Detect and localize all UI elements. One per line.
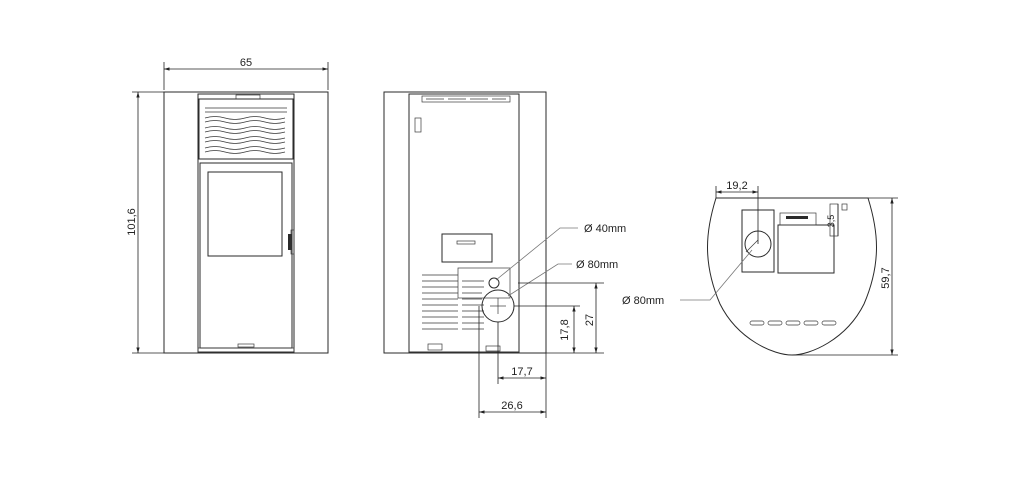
top-depth-label: 59,7	[880, 267, 892, 288]
rear-pipe-40	[488, 277, 500, 289]
rear-inner-panel	[408, 93, 520, 353]
rear-intake-plate	[441, 233, 493, 263]
top-view: 19,2 3,5 59,7 Ø 80mm	[622, 180, 898, 356]
top-pipe-80-label: Ø 80mm	[622, 295, 664, 307]
front-view: 65 101,6	[126, 57, 329, 354]
rear-offset-small-label: 17,7	[511, 366, 532, 378]
rear-connector-plate	[457, 267, 511, 299]
front-inner-panel	[197, 93, 295, 353]
front-body-outline	[163, 91, 329, 354]
front-grille-frame	[198, 98, 294, 160]
rear-pipe-40-label: Ø 40mm	[584, 223, 626, 235]
top-body-outline	[707, 197, 877, 356]
rear-pipe-80-label: Ø 80mm	[576, 259, 618, 271]
rear-vent-holes	[422, 274, 484, 330]
front-grille-slats	[204, 107, 287, 154]
front-door-handle	[288, 234, 292, 250]
rear-body-outline	[383, 91, 547, 354]
front-height-label: 101,6	[126, 208, 138, 236]
top-inner-box	[777, 224, 835, 274]
top-bottom-slots	[749, 320, 837, 326]
top-small-offset-label: 3,5	[826, 215, 836, 228]
rear-bracket	[414, 117, 422, 133]
top-offset-label: 19,2	[726, 180, 747, 192]
rear-view: Ø 40mm Ø 80mm 27 17,8 17,7 26,6	[383, 91, 626, 418]
front-door-hinge	[290, 229, 295, 255]
front-base	[197, 347, 295, 353]
front-base-vent	[237, 343, 255, 348]
front-top-cap	[235, 94, 261, 100]
rear-base-plate	[427, 343, 443, 351]
rear-pipe-height-label: 27	[584, 314, 596, 326]
front-width-label: 65	[240, 57, 252, 69]
top-inner-slot	[779, 212, 817, 226]
front-door-glass	[207, 171, 283, 257]
rear-offset-large-label: 26,6	[501, 400, 522, 412]
rear-pipe-center-height-label: 17,8	[559, 319, 571, 340]
rear-top-vent	[421, 95, 511, 103]
